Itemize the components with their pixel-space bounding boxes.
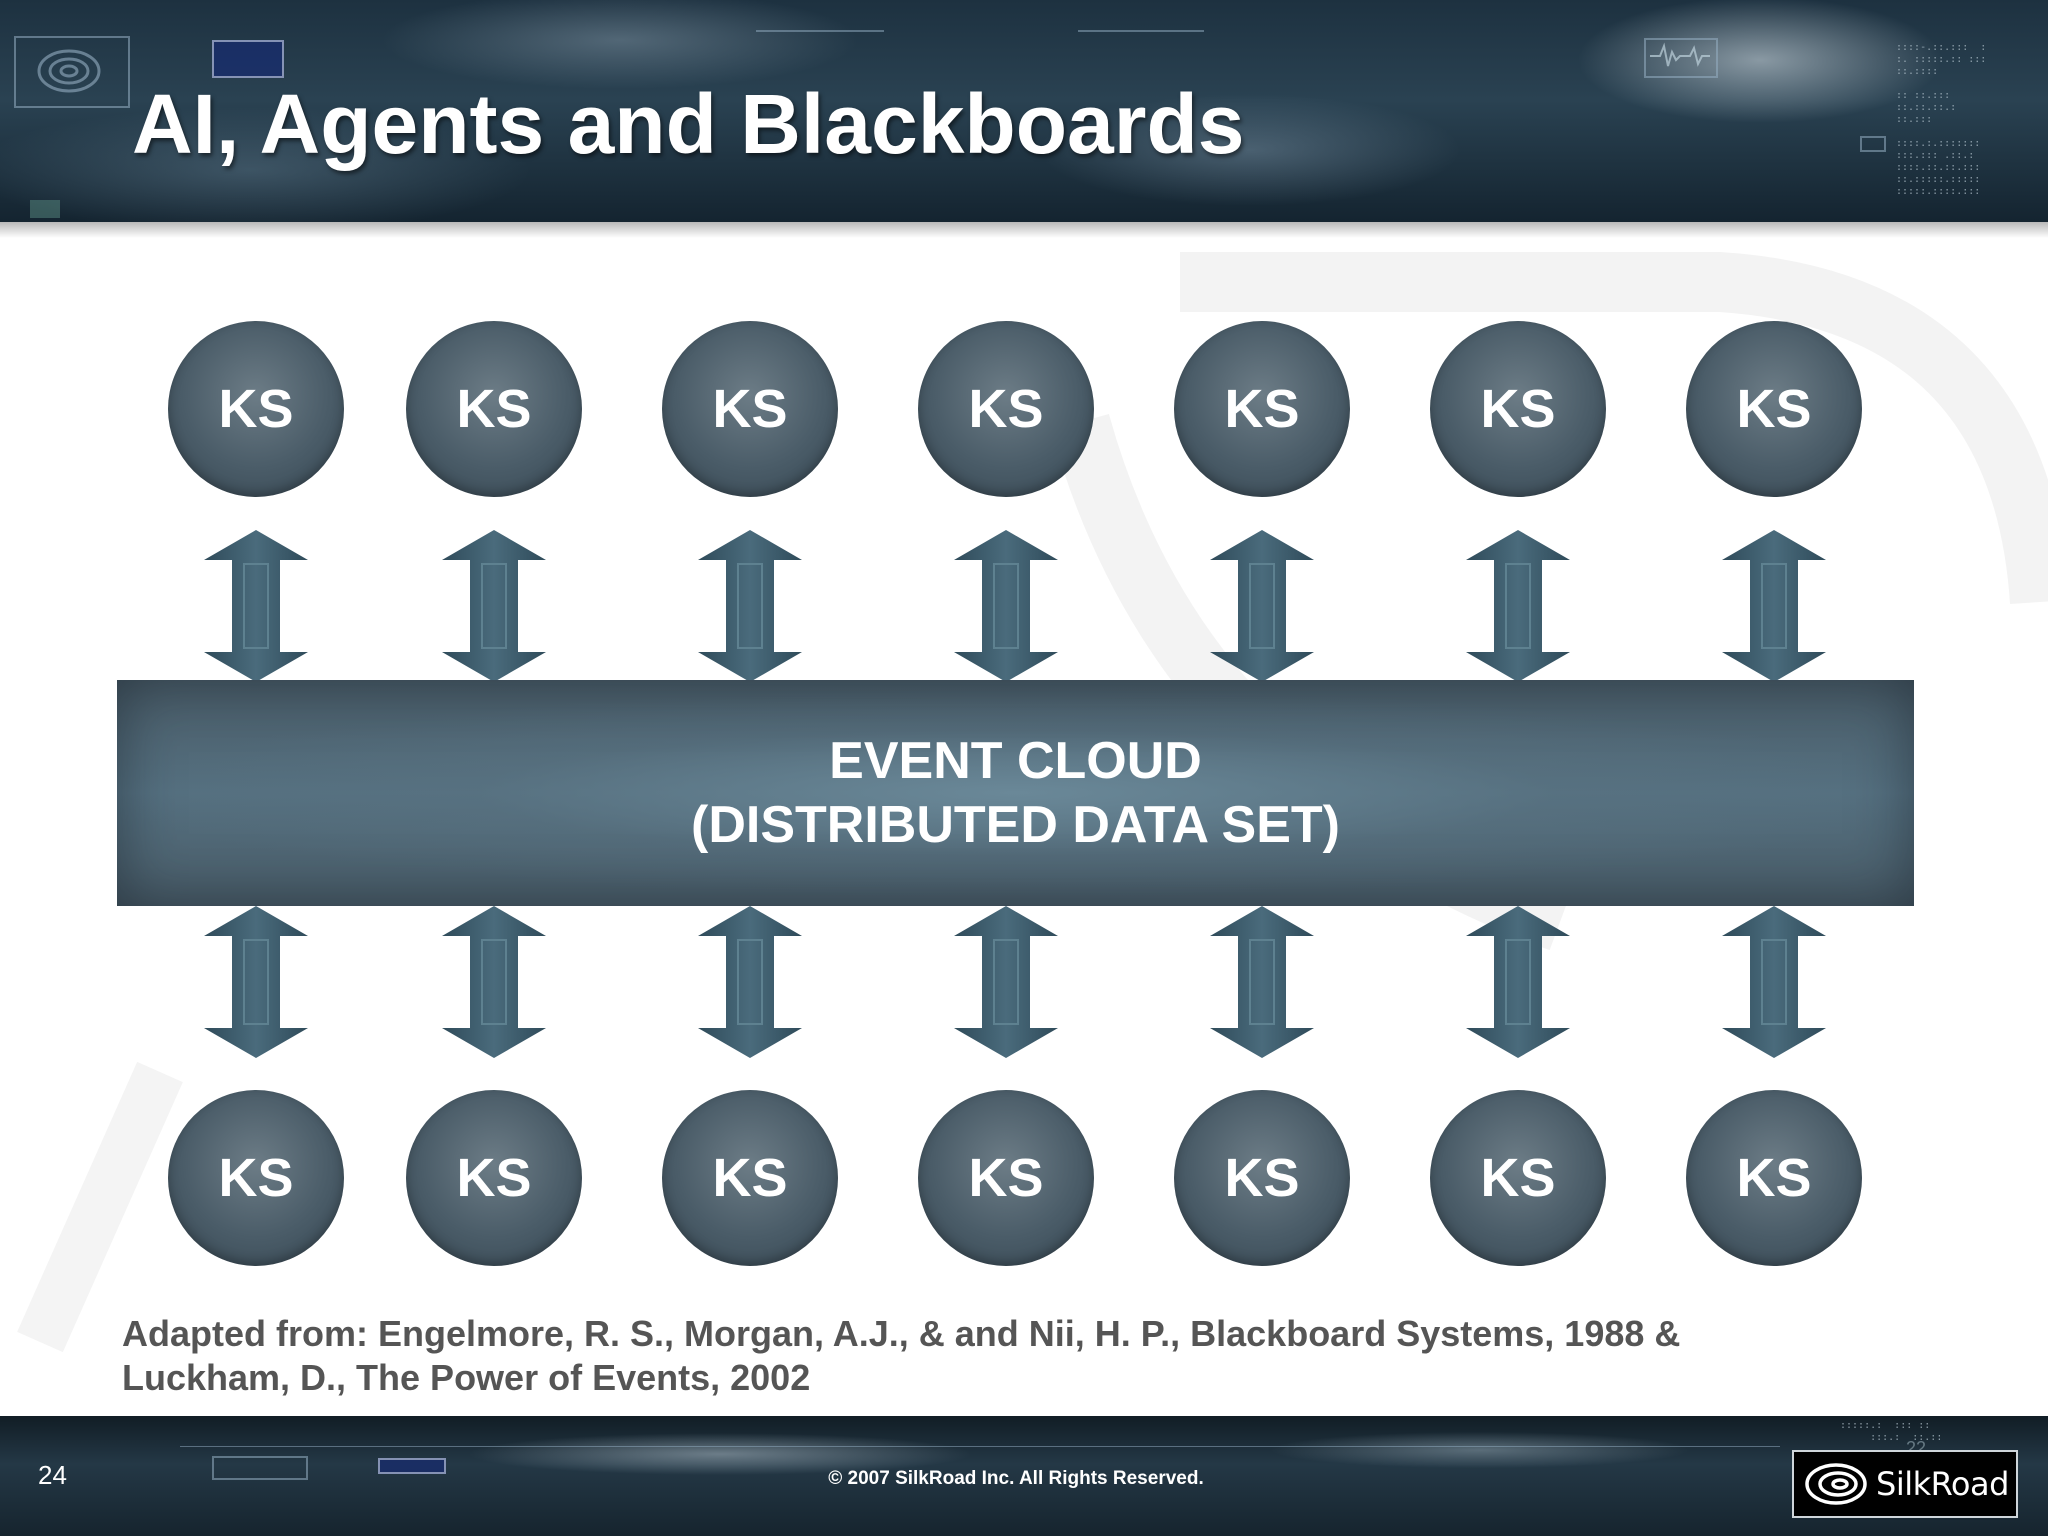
ks-node-top-4: KS [918, 321, 1094, 497]
double-arrow-icon [954, 906, 1058, 1058]
ks-node-bottom-7: KS [1686, 1090, 1862, 1266]
ks-node-bottom-1: KS [168, 1090, 344, 1266]
ks-node-top-3: KS [662, 321, 838, 497]
event-cloud-band: EVENT CLOUD (DISTRIBUTED DATA SET) [117, 680, 1914, 906]
silkroad-logo: SilkRoad [1792, 1450, 2018, 1518]
double-arrow-icon [954, 530, 1058, 682]
double-arrow-icon [1722, 906, 1826, 1058]
hud-frame-footer [212, 1456, 308, 1480]
ks-node-bottom-2: KS [406, 1090, 582, 1266]
double-arrow-icon [442, 530, 546, 682]
hud-line [756, 30, 884, 32]
ks-node-top-6: KS [1430, 321, 1606, 497]
hud-small-rect [1860, 136, 1886, 152]
hud-rect-footer-blue [378, 1458, 446, 1474]
hud-footer-readout: :::::.: ::: :: :::.: ::.:: [1840, 1420, 1943, 1443]
double-arrow-icon [1722, 530, 1826, 682]
spiral-logo-icon [1805, 1463, 1867, 1505]
citation-line-2: Luckham, D., The Power of Events, 2002 [122, 1357, 811, 1398]
double-arrow-icon [204, 530, 308, 682]
ks-node-bottom-4: KS [918, 1090, 1094, 1266]
hud-rect-blue [212, 40, 284, 78]
spiral-icon [37, 49, 101, 93]
header-shadow [0, 222, 2048, 238]
ks-node-top-1: KS [168, 321, 344, 497]
hud-frame-left [14, 36, 130, 108]
hud-corner-block [30, 200, 60, 218]
ks-node-top-5: KS [1174, 321, 1350, 497]
hud-line [1078, 30, 1204, 32]
hud-waveform-frame [1644, 38, 1718, 78]
citation-line-1: Adapted from: Engelmore, R. S., Morgan, … [122, 1313, 1681, 1354]
hud-data-readout: ::::-.::.::: : :. :::::.:: ::: ::.:::: :… [1896, 42, 1987, 197]
logo-text: SilkRoad [1876, 1465, 2009, 1503]
waveform-icon [1650, 42, 1710, 67]
ks-node-top-2: KS [406, 321, 582, 497]
header-banner: ::::-.::.::: : :. :::::.:: ::: ::.:::: :… [0, 0, 2048, 222]
slide-title: AI, Agents and Blackboards [132, 77, 1245, 171]
double-arrow-icon [698, 906, 802, 1058]
citation-text: Adapted from: Engelmore, R. S., Morgan, … [122, 1312, 1902, 1400]
double-arrow-icon [1210, 906, 1314, 1058]
double-arrow-icon [204, 906, 308, 1058]
ks-node-top-7: KS [1686, 321, 1862, 497]
ks-node-bottom-5: KS [1174, 1090, 1350, 1266]
double-arrow-icon [1466, 906, 1570, 1058]
double-arrow-icon [698, 530, 802, 682]
footer-banner: :::::.: ::: :: :::.: ::.:: 24 22 © 2007 … [0, 1416, 2048, 1536]
event-cloud-subtitle: (DISTRIBUTED DATA SET) [691, 796, 1340, 854]
copyright-text: © 2007 SilkRoad Inc. All Rights Reserved… [828, 1468, 1204, 1489]
double-arrow-icon [1210, 530, 1314, 682]
event-cloud-title: EVENT CLOUD [829, 732, 1202, 790]
ks-node-bottom-6: KS [1430, 1090, 1606, 1266]
double-arrow-icon [1466, 530, 1570, 682]
ks-node-bottom-3: KS [662, 1090, 838, 1266]
slide-number: 24 [38, 1460, 67, 1490]
double-arrow-icon [442, 906, 546, 1058]
hud-line [180, 1446, 1780, 1447]
